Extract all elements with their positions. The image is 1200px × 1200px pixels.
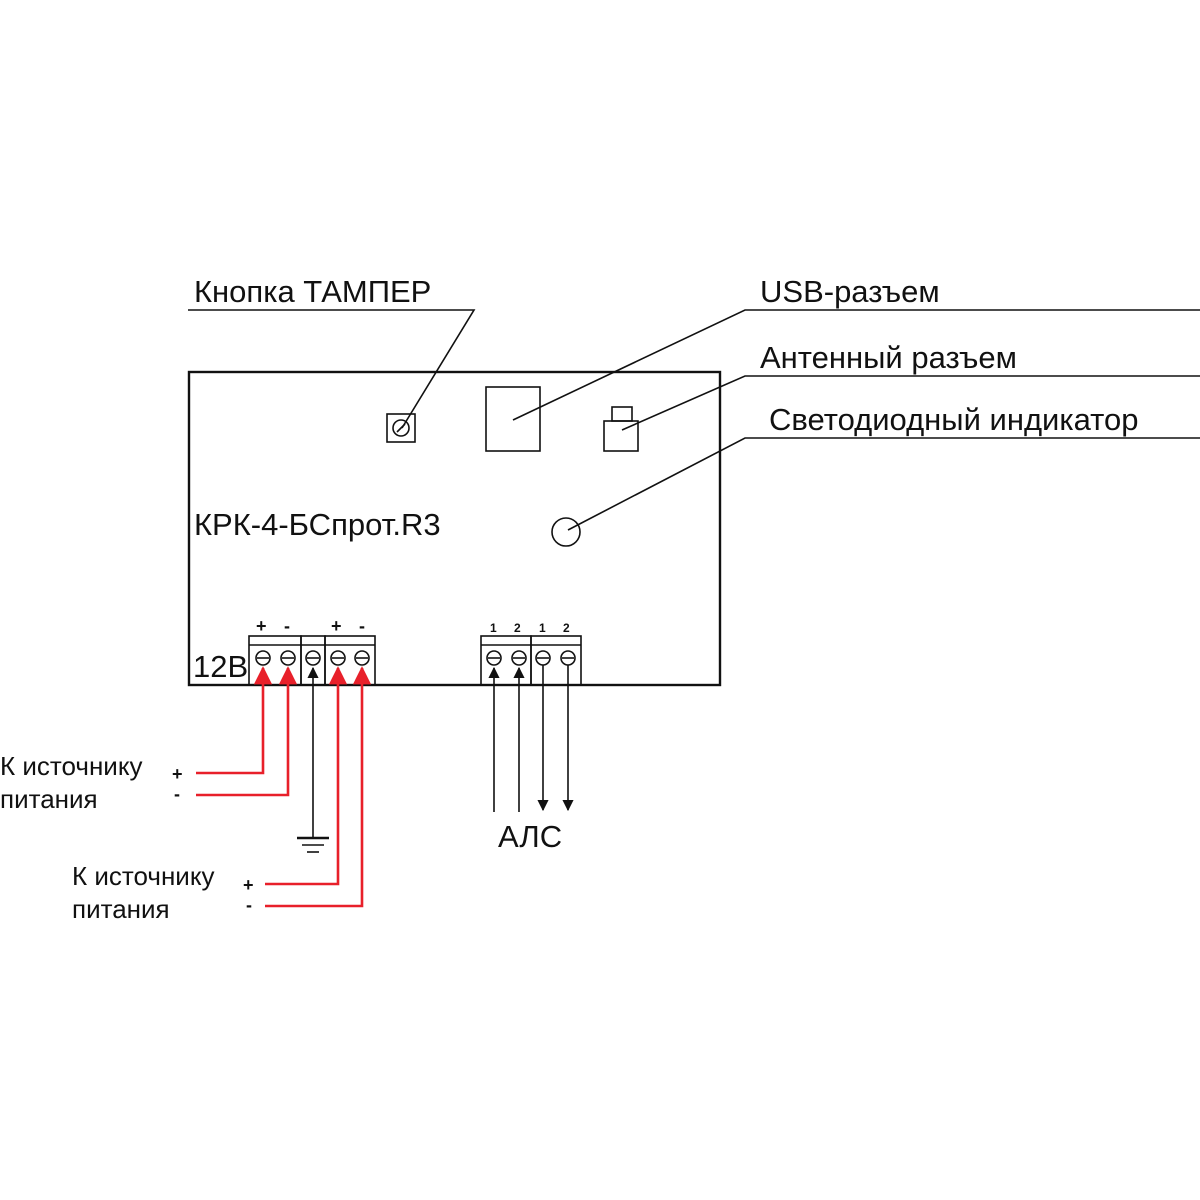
power-wire-minus-2: [265, 666, 372, 908]
terminal-screw-icon: [486, 650, 502, 666]
power-wire-minus-1: [196, 666, 298, 797]
als-pin-label: 2: [563, 621, 570, 635]
led-callout-label: Светодиодный индикатор: [769, 402, 1139, 437]
voltage-label: 12В: [193, 649, 248, 684]
terminal-screw-icon: [535, 650, 551, 666]
terminal-screw-icon: [255, 650, 271, 666]
tamper-button-icon: [386, 413, 416, 443]
led-leader-line: [567, 437, 1200, 531]
power-terminal-minus-1: -: [284, 616, 290, 636]
power-source-1-plus: +: [172, 764, 183, 784]
als-terminal-block: [480, 635, 582, 686]
tamper-callout-label: Кнопка ТАМПЕР: [194, 274, 431, 309]
power-wire-plus-1: [196, 666, 273, 775]
power-source-2-line1: К источнику: [72, 861, 215, 891]
als-terminal-screws: [486, 650, 576, 666]
terminal-screw-icon: [354, 650, 370, 666]
power-source-1-minus: -: [174, 784, 180, 804]
power-source-2-line2: питания: [72, 894, 170, 924]
device-enclosure: [187, 370, 722, 687]
power-source-2-plus: +: [243, 875, 254, 895]
antenna-connector-icon: [603, 406, 639, 452]
usb-callout-label: USB-разъем: [760, 274, 940, 309]
als-pin-label: 2: [514, 621, 521, 635]
power-terminal-plus-1: +: [256, 616, 267, 636]
terminal-screw-icon: [330, 650, 346, 666]
usb-connector-icon: [485, 386, 541, 452]
terminal-screw-icon: [511, 650, 527, 666]
terminal-screw-icon: [280, 650, 296, 666]
antenna-leader-line: [621, 375, 1200, 431]
power-source-1-line2: питания: [0, 784, 98, 814]
power-source-2-minus: -: [246, 895, 252, 915]
terminal-screw-icon: [305, 650, 321, 666]
als-pin-label: 1: [539, 621, 546, 635]
als-pin-label: 1: [490, 621, 497, 635]
led-indicator-icon: [551, 517, 581, 547]
device-name: КРК-4-БСпрот.R3: [194, 507, 441, 542]
power-terminal-minus-2: -: [359, 616, 365, 636]
antenna-callout-label: Антенный разъем: [760, 340, 1017, 375]
als-label: АЛС: [498, 819, 562, 854]
ground-icon: [297, 825, 329, 853]
tamper-leader-line: [188, 309, 476, 429]
power-terminal-plus-2: +: [331, 616, 342, 636]
power-terminal-screws: [255, 650, 370, 666]
power-wire-plus-2: [265, 666, 348, 886]
power-source-1-line1: К источнику: [0, 751, 143, 781]
usb-leader-line: [512, 309, 1200, 421]
terminal-screw-icon: [560, 650, 576, 666]
